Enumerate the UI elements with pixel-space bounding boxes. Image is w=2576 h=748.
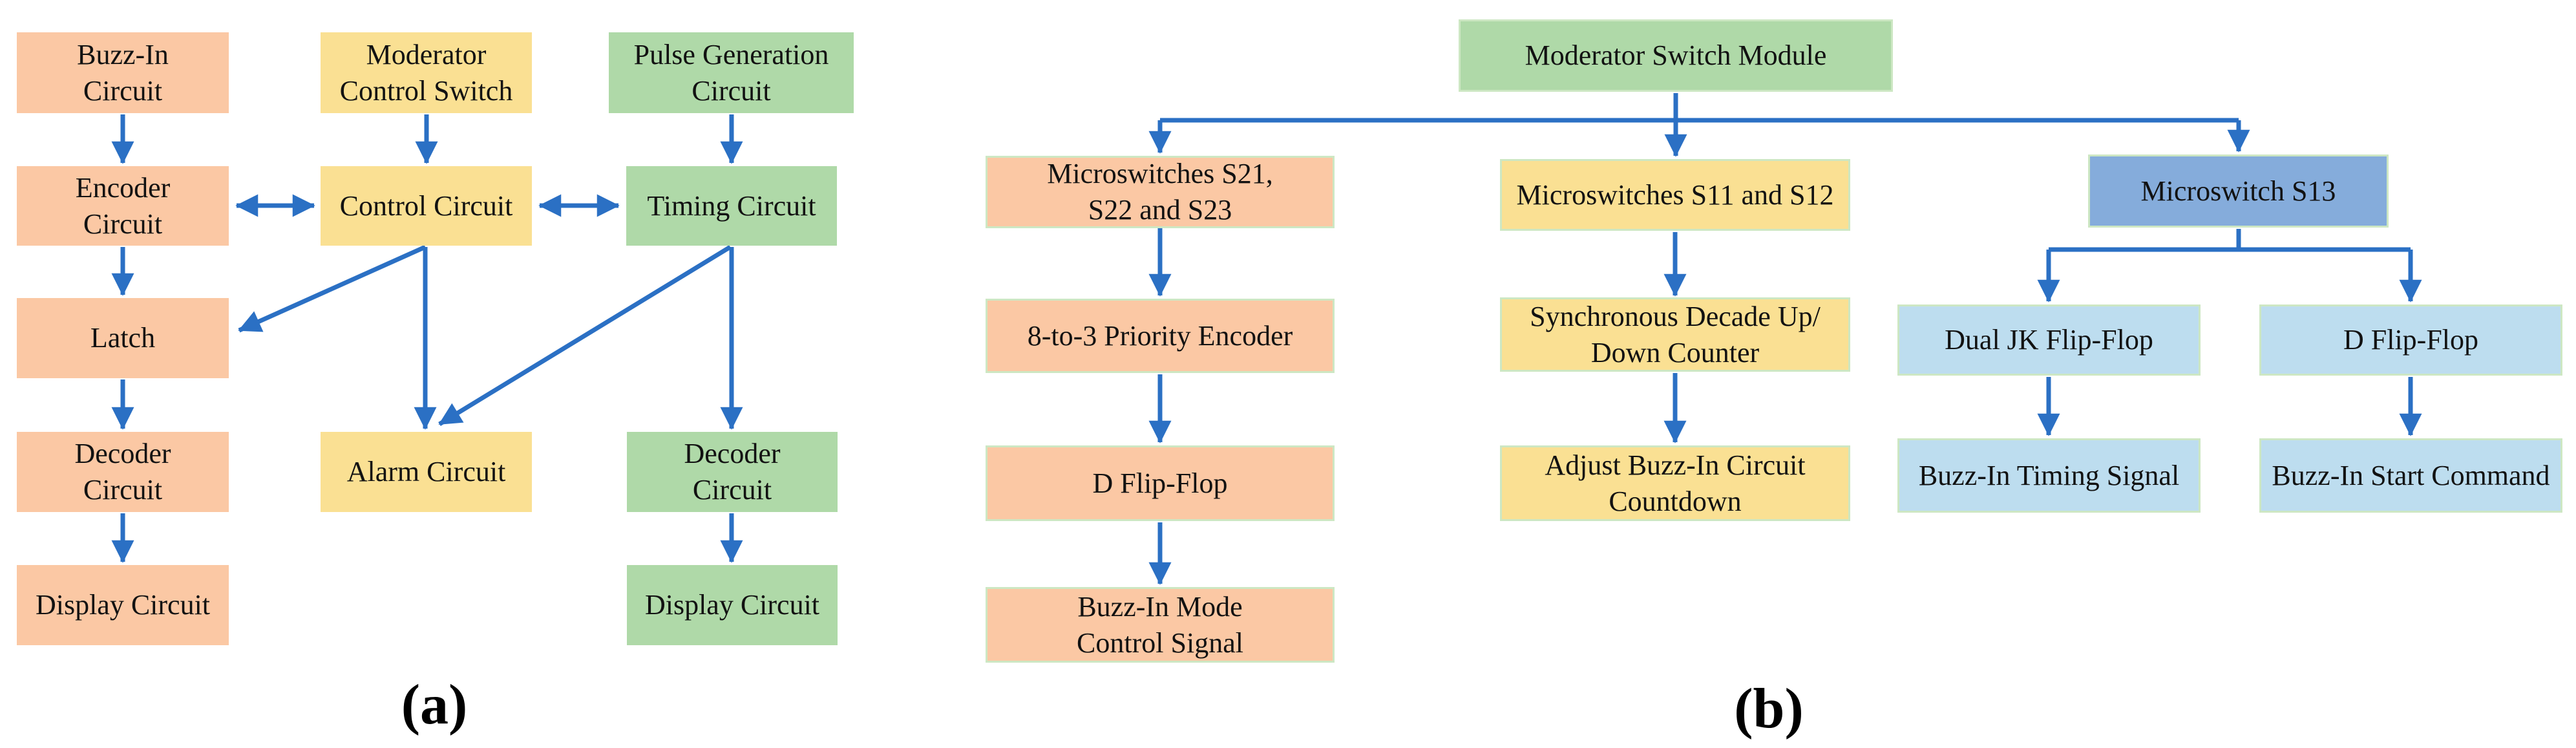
edge-control-to-latch — [238, 244, 427, 333]
edge-timing-to-alarm — [438, 245, 732, 426]
figure-label-b: (b) — [1734, 678, 1804, 740]
node-priority-encoder: 8-to-3 Priority Encoder — [986, 299, 1335, 373]
node-buzz-in-circuit: Buzz-In Circuit — [17, 32, 229, 113]
node-microswitches-s21-s22-s23: Microswitches S21, S22 and S23 — [986, 156, 1335, 228]
node-decoder-circuit-left: Decoder Circuit — [17, 432, 229, 512]
node-buzz-in-timing-signal: Buzz-In Timing Signal — [1897, 438, 2201, 513]
node-adjust-buzz-in-countdown: Adjust Buzz-In Circuit Countdown — [1500, 445, 1850, 521]
node-alarm-circuit: Alarm Circuit — [321, 432, 532, 512]
node-decoder-circuit-right: Decoder Circuit — [627, 432, 838, 512]
node-dual-jk-flip-flop: Dual JK Flip-Flop — [1897, 305, 2201, 376]
node-sync-decade-counter: Synchronous Decade Up/ Down Counter — [1500, 297, 1850, 372]
node-microswitch-s13: Microswitch S13 — [2088, 155, 2389, 228]
node-encoder-circuit: Encoder Circuit — [17, 166, 229, 246]
node-display-circuit-right: Display Circuit — [627, 565, 838, 645]
node-display-circuit-left: Display Circuit — [17, 565, 229, 645]
node-buzz-in-mode-control: Buzz-In Mode Control Signal — [986, 587, 1335, 663]
figure-label-a: (a) — [401, 674, 468, 736]
node-timing-circuit: Timing Circuit — [626, 166, 837, 246]
node-microswitches-s11-s12: Microswitches S11 and S12 — [1500, 159, 1850, 231]
node-moderator-switch-module: Moderator Switch Module — [1459, 19, 1893, 92]
node-control-circuit: Control Circuit — [321, 166, 532, 246]
node-latch: Latch — [17, 298, 229, 378]
node-d-flip-flop-left: D Flip-Flop — [986, 445, 1335, 521]
node-buzz-in-start-command: Buzz-In Start Command — [2259, 438, 2562, 513]
node-moderator-control-switch: Moderator Control Switch — [321, 32, 532, 113]
node-d-flip-flop-right: D Flip-Flop — [2259, 305, 2562, 376]
node-pulse-generation-circuit: Pulse Generation Circuit — [609, 32, 854, 113]
